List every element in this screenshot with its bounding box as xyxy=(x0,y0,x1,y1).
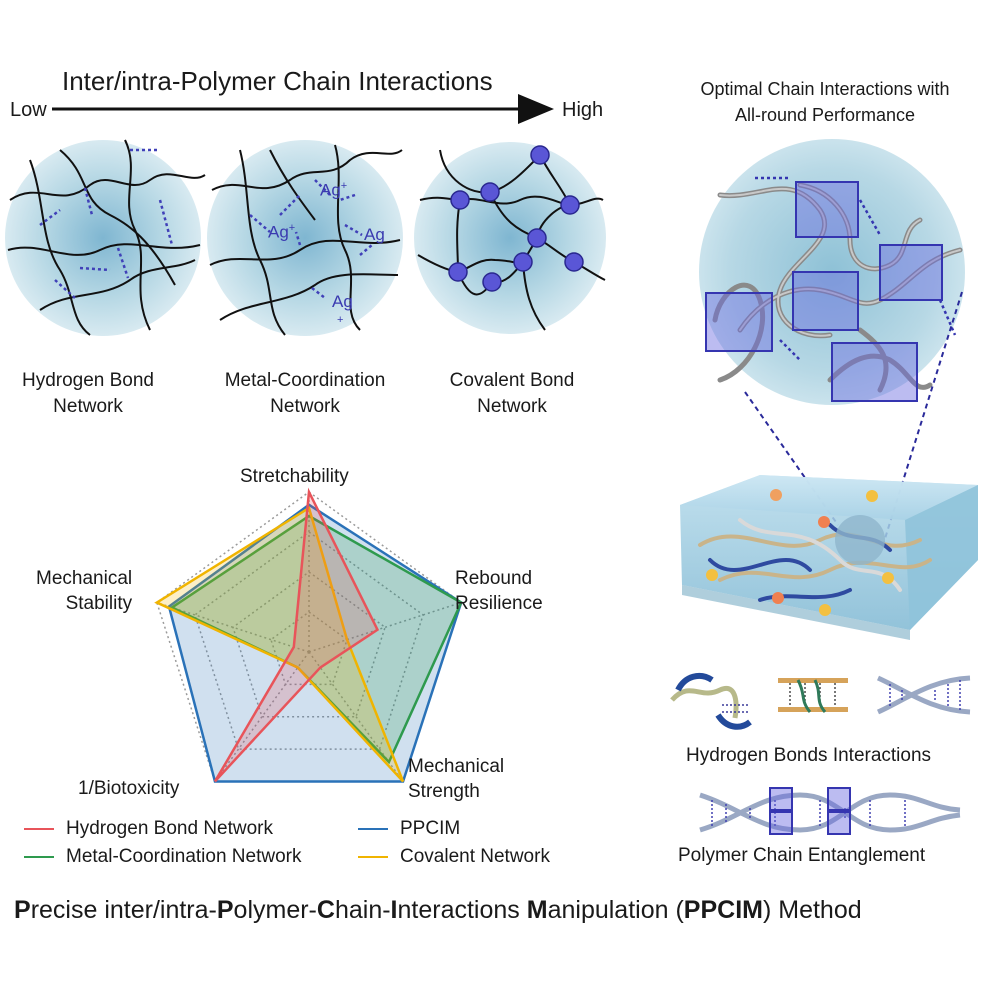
hydrogel-block xyxy=(680,475,978,640)
legend-swatch xyxy=(24,856,54,858)
covalent-bond-network-circle xyxy=(414,142,606,334)
legend-ppcim: PPCIM xyxy=(358,818,460,840)
radar-axis-stretchability: Stretchability xyxy=(240,466,349,487)
radar-spoke xyxy=(156,601,310,653)
metal-coordination-network-circle xyxy=(207,140,403,336)
ag-ion-4-charge: + xyxy=(337,314,344,326)
radar-series-metal-coordination-network xyxy=(169,514,463,765)
radar-series-ppcim xyxy=(167,503,463,783)
hbond-icon-ladder xyxy=(778,678,848,713)
radar-spoke xyxy=(214,651,310,782)
axis-high-label: High xyxy=(562,99,604,121)
legend-swatch xyxy=(358,828,388,830)
ag-ion-2: Ag+ xyxy=(268,222,296,242)
legend-swatch xyxy=(358,856,388,858)
hydrogen-bonds-interactions-label: Hydrogen Bonds Interactions xyxy=(686,745,932,766)
ag-ion-4: Ag xyxy=(332,292,353,311)
ag-ion-3: Ag xyxy=(364,225,385,244)
radar-series-covalent-network xyxy=(154,506,405,783)
interaction-axis-title: Inter/intra-Polymer Chain Interactions xyxy=(62,66,493,96)
radar-spoke xyxy=(308,601,462,653)
axis-low-label: Low xyxy=(10,99,47,121)
entanglement-icon xyxy=(699,787,961,835)
legend-swatch xyxy=(24,828,54,830)
legend-covalent: Covalent Network xyxy=(358,846,550,868)
ag-ion-1: Ag+ xyxy=(320,180,348,200)
method-title: Precise inter/intra-Polymer-Chain-Intera… xyxy=(14,896,862,924)
hbond-icon-helix xyxy=(876,675,971,715)
legend-hydrogen-bond: Hydrogen Bond Network xyxy=(24,818,273,840)
radar-chart xyxy=(154,487,463,783)
radar-spoke xyxy=(308,651,404,782)
polymer-chain-entanglement-label: Polymer Chain Entanglement xyxy=(678,845,926,866)
optimal-network-circle xyxy=(699,139,965,405)
radar-series-hydrogen-bond-network xyxy=(213,487,380,783)
radar-grid-ring xyxy=(232,571,386,718)
radar-grid-ring xyxy=(270,611,348,686)
hydrogen-bond-network-circle xyxy=(5,139,206,336)
legend-metal-coordination: Metal-Coordination Network xyxy=(24,846,302,868)
hbond-icon-curve xyxy=(670,672,752,730)
radar-axis-biotoxicity: 1/Biotoxicity xyxy=(78,778,180,799)
